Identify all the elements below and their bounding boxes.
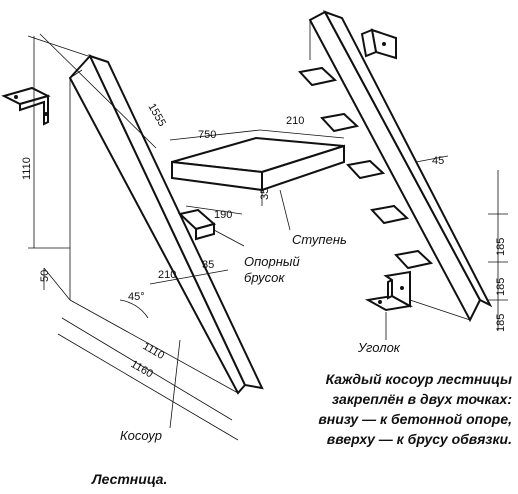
right-stringer-front xyxy=(322,10,493,308)
support-bar xyxy=(370,204,410,225)
support-bars xyxy=(298,66,434,270)
dim-stringer-length-inner: 1110 xyxy=(141,340,167,362)
angle-bracket-bottom xyxy=(365,270,413,312)
label-stringer: Косоур xyxy=(120,428,162,443)
note-line-4: вверху — к брусу обвязки. xyxy=(327,431,512,447)
note-line-2: закреплён в двух точках: xyxy=(332,391,512,407)
dim-total-height: 1110 xyxy=(21,157,33,180)
loose-support-bar-side xyxy=(195,222,215,241)
step-board xyxy=(171,136,345,192)
support-bar xyxy=(320,112,360,133)
dim-step-depth: 210 xyxy=(286,115,304,127)
dim-step-length: 750 xyxy=(198,129,216,141)
dim-step-thickness: 35 xyxy=(259,188,271,200)
dim-stringer-base-width: 210 xyxy=(158,269,176,281)
support-bar xyxy=(394,249,434,270)
dim-step-rise-1: 185 xyxy=(495,238,507,256)
label-angle-bracket: Уголок xyxy=(357,340,401,355)
page-title: Лестница. xyxy=(91,471,167,487)
dim-step-rise-2: 185 xyxy=(495,278,507,296)
support-bar xyxy=(346,159,386,180)
dim-stringer-base-thickness: 35 xyxy=(202,259,214,271)
note-line-1: Каждый косоур лестницы xyxy=(326,371,512,387)
label-step: Ступень xyxy=(292,232,347,247)
dim-step-rise-3: 185 xyxy=(495,314,507,332)
left-stringer xyxy=(68,54,264,395)
note-line-3: внизу — к бетонной опоре, xyxy=(318,411,512,427)
dim-bar-length: 190 xyxy=(214,209,232,221)
angle-bracket-top-right xyxy=(360,28,397,60)
dimension-lines xyxy=(27,33,508,441)
right-stringer xyxy=(308,10,493,323)
angle-bracket-left xyxy=(1,86,51,126)
label-support-bar-1: Опорный xyxy=(244,254,300,269)
label-support-bar-2: брусок xyxy=(244,270,285,285)
note-block: Каждый косоур лестницы закреплён в двух … xyxy=(318,371,512,447)
dim-step-nosing: 45 xyxy=(432,155,444,167)
left-stringer-front xyxy=(88,54,264,390)
support-bar xyxy=(298,66,338,87)
dim-bottom-offset: 50 xyxy=(39,270,51,282)
dim-stringer-length-outer: 1160 xyxy=(129,358,155,380)
dim-diag-length: 1555 xyxy=(145,102,168,129)
dim-angle: 45° xyxy=(128,291,145,303)
